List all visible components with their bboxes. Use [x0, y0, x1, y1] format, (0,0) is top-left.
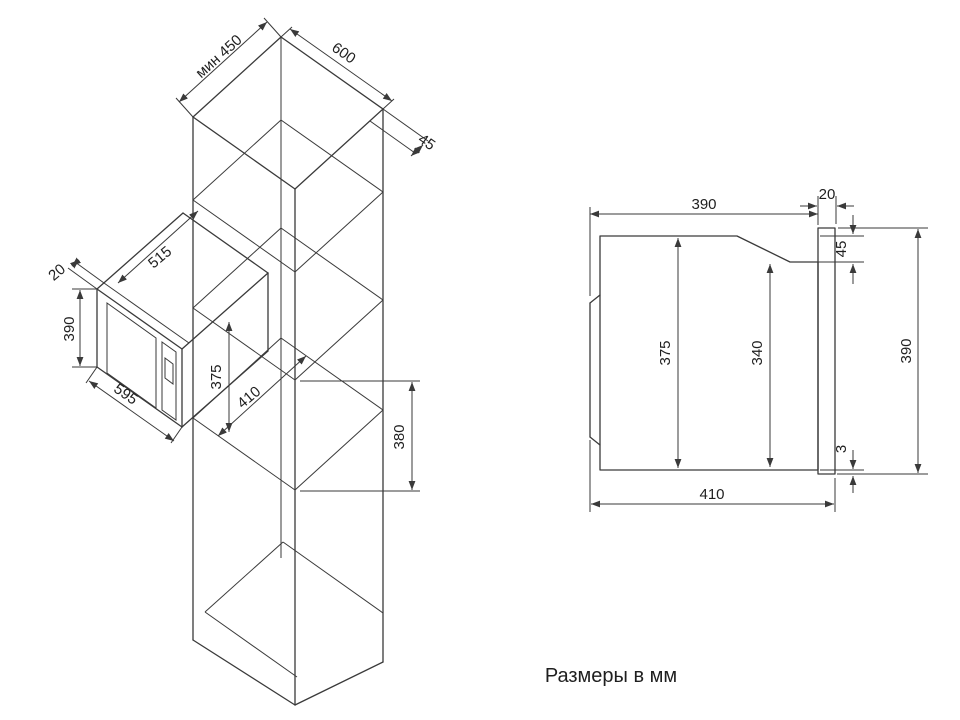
front-frame-panel	[817, 227, 836, 475]
dim-515: 515	[145, 243, 175, 272]
side-view-dimension-lines	[589, 196, 928, 512]
microwave-display	[164, 357, 174, 385]
dim-total-410: 410	[699, 486, 724, 503]
dim-410: 410	[234, 383, 264, 412]
cabinet-outline	[192, 36, 384, 706]
dim-595: 595	[110, 380, 140, 408]
dim-380: 380	[391, 424, 408, 449]
dim-45: 45	[415, 131, 438, 154]
dim-min-450: мин 450	[192, 32, 245, 82]
isometric-dimension-lines	[67, 17, 429, 492]
dim-375: 375	[208, 364, 225, 389]
dim-20: 20	[45, 261, 69, 285]
side-view-dimension-labels: 390 20 45 375 340 390 3 410	[657, 186, 915, 503]
dim-height-390: 390	[898, 338, 915, 363]
dim-frame-20: 20	[819, 186, 836, 203]
side-view: 390 20 45 375 340 390 3 410	[589, 186, 928, 512]
dim-gap-3: 3	[833, 445, 850, 453]
dim-390: 390	[61, 316, 78, 341]
dim-top-45: 45	[833, 241, 850, 258]
isometric-dimension-labels: мин 450 600 45 20 515 390 375 595 410 38…	[45, 32, 438, 450]
dim-height-340: 340	[749, 340, 766, 365]
dim-height-375: 375	[657, 340, 674, 365]
appliance-body	[589, 227, 836, 475]
units-caption: Размеры в мм	[545, 665, 677, 687]
dim-depth-390: 390	[691, 196, 716, 213]
dim-600: 600	[328, 39, 358, 67]
isometric-view: мин 450 600 45 20 515 390 375 595 410 38…	[45, 17, 438, 706]
